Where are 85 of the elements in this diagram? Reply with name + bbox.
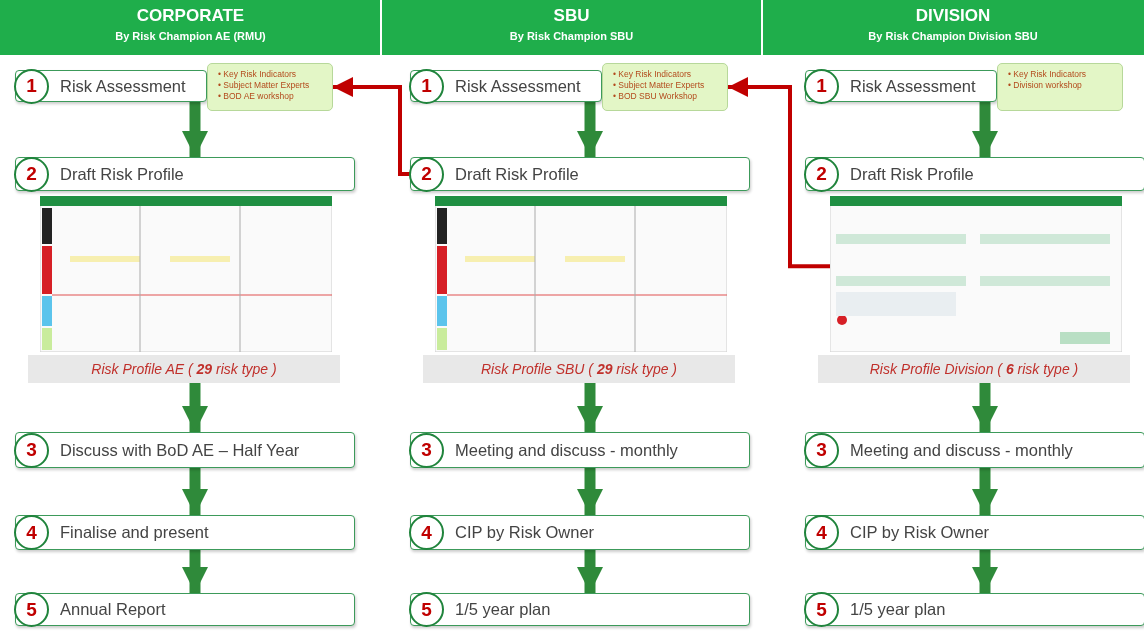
note-card (207, 63, 333, 111)
step-box (410, 157, 750, 191)
step-box (410, 70, 602, 102)
step-number: 2 (409, 156, 444, 192)
step-label: CIP by Risk Owner (455, 523, 595, 542)
step-number: 5 (409, 592, 444, 627)
column-header (381, 0, 762, 55)
step-box (410, 593, 750, 626)
arrow (577, 102, 603, 157)
step-box (805, 593, 1144, 626)
caption-text: Risk Profile Division ( 6 risk type ) (869, 361, 1079, 377)
bullet-item: • Key Risk Indicators (1008, 69, 1088, 80)
step-number: 1 (804, 68, 839, 104)
column-header (762, 0, 1144, 55)
step-label: Meeting and discuss - monthly (850, 440, 1073, 460)
step-box (15, 157, 355, 191)
bullet-item: • Division workshop (1008, 80, 1083, 91)
step-label: CIP by Risk Owner (850, 523, 990, 542)
step-number: 3 (409, 432, 444, 468)
step-label: Draft Risk Profile (850, 164, 974, 184)
arrow (577, 468, 603, 515)
step-label: Draft Risk Profile (455, 164, 579, 184)
bullet-item: • Subject Matter Experts (218, 80, 311, 91)
note-card (602, 63, 728, 111)
step-box (410, 515, 750, 550)
step-label: Risk Assessment (850, 76, 976, 96)
column-header (0, 0, 381, 55)
step-number: 4 (804, 515, 839, 550)
step-box (805, 70, 997, 102)
column-title: SBU (553, 6, 590, 26)
column-subtitle: By Risk Champion AE (RMU) (115, 30, 266, 42)
step-box (15, 70, 207, 102)
step-number: 4 (409, 515, 444, 550)
arrow (182, 550, 208, 593)
step-label: Discuss with BoD AE – Half Year (60, 440, 300, 460)
step-label: 1/5 year plan (850, 600, 946, 619)
bullet-item: • Key Risk Indicators (218, 69, 298, 80)
arrow (182, 102, 208, 157)
bullet-item: • BOD AE workshop (218, 91, 295, 102)
step-label: Risk Assessment (455, 76, 581, 96)
arrow (972, 383, 998, 432)
column-title: CORPORATE (136, 6, 245, 26)
caption-band (28, 355, 340, 383)
arrow (972, 550, 998, 593)
step-number: 2 (14, 156, 49, 192)
arrow (182, 383, 208, 432)
step-box (410, 432, 750, 468)
step-box (15, 432, 355, 468)
bullet-item: • Key Risk Indicators (613, 69, 693, 80)
step-number: 2 (804, 156, 839, 192)
arrow (728, 77, 830, 269)
step-label: Annual Report (60, 600, 166, 619)
arrow (333, 77, 410, 176)
step-label: 1/5 year plan (455, 600, 551, 619)
step-number: 3 (14, 432, 49, 468)
step-label: Draft Risk Profile (60, 164, 184, 184)
arrow (972, 468, 998, 515)
step-number: 5 (14, 592, 49, 627)
column-subtitle: By Risk Champion Division SBU (868, 30, 1038, 42)
step-number: 3 (804, 432, 839, 468)
step-label: Finalise and present (60, 523, 209, 542)
step-number: 1 (409, 68, 444, 104)
step-number: 5 (804, 592, 839, 627)
caption-text: Risk Profile AE ( 29 risk type ) (91, 361, 277, 377)
step-box (805, 157, 1144, 191)
arrow (972, 102, 998, 157)
step-label: Meeting and discuss - monthly (455, 440, 678, 460)
caption-band (818, 355, 1130, 383)
step-box (805, 432, 1144, 468)
caption-band (423, 355, 735, 383)
step-box (15, 593, 355, 626)
step-number: 1 (14, 68, 49, 104)
bullet-item: • BOD SBU Workshop (613, 91, 699, 102)
column-subtitle: By Risk Champion SBU (509, 30, 634, 42)
arrow (182, 468, 208, 515)
step-number: 4 (14, 515, 49, 550)
column-title: DIVISION (915, 6, 991, 26)
note-card (997, 63, 1123, 111)
step-box (15, 515, 355, 550)
caption-text: Risk Profile SBU ( 29 risk type ) (480, 361, 678, 377)
arrow (577, 383, 603, 432)
arrow (577, 550, 603, 593)
step-box (805, 515, 1144, 550)
step-label: Risk Assessment (60, 76, 186, 96)
bullet-item: • Subject Matter Experts (613, 80, 706, 91)
